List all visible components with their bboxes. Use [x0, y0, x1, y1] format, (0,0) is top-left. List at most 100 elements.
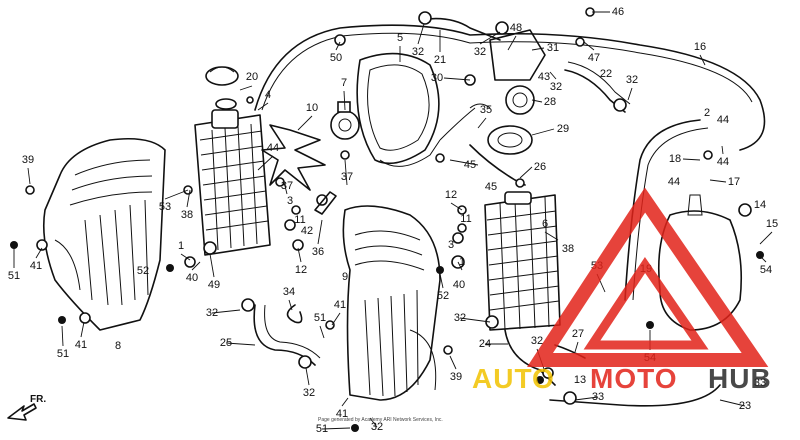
callout-47: 47 [588, 52, 600, 64]
callout-26: 26 [534, 161, 546, 173]
callout-2: 2 [704, 107, 710, 119]
callout-33: 33 [592, 391, 604, 403]
callout-31: 31 [547, 42, 559, 54]
leader-line [457, 261, 463, 271]
leader-line [186, 189, 191, 208]
leader-line [225, 342, 256, 346]
callout-24: 24 [479, 338, 491, 350]
callout-51: 51 [8, 270, 20, 282]
front-direction-marker: FR. [7, 394, 46, 421]
callout-25: 25 [220, 337, 232, 349]
callout-32: 32 [626, 74, 638, 86]
leader-line [191, 261, 201, 271]
thermostat-housing [487, 29, 546, 155]
leader-line [305, 367, 310, 386]
callout-44: 44 [267, 142, 279, 154]
leader-line [531, 128, 555, 136]
leader-line [369, 417, 378, 428]
hose-18-inner [632, 127, 709, 301]
callout-51: 51 [316, 423, 328, 435]
fasteners [10, 7, 764, 432]
leader-line [417, 23, 425, 45]
leader-line [61, 325, 64, 347]
leader-line [288, 299, 293, 311]
leader-line [682, 158, 701, 161]
callout-37: 37 [281, 180, 293, 192]
callout-28: 28 [544, 96, 556, 108]
callout-42: 42 [301, 225, 313, 237]
leader-line [449, 355, 457, 370]
cooling-fan [261, 101, 360, 191]
leader-line [721, 145, 724, 155]
front-marker-label: FR. [30, 394, 46, 405]
leader-line [321, 427, 351, 430]
leader-lines [13, 11, 773, 430]
callout-43: 43 [538, 71, 550, 83]
callout-45: 45 [464, 159, 476, 171]
overflow-hose [254, 24, 766, 151]
leader-line [341, 397, 349, 407]
callout-32: 32 [474, 46, 486, 58]
callout-20: 20 [246, 71, 258, 83]
hose-22 [564, 69, 626, 113]
leader-line [35, 247, 43, 259]
leader-line [519, 166, 533, 179]
callout-17: 17 [728, 176, 740, 188]
callout-32: 32 [371, 421, 383, 433]
callout-51: 51 [314, 312, 326, 324]
callout-18: 18 [669, 153, 681, 165]
callout-45: 45 [485, 181, 497, 193]
leader-line [209, 253, 215, 278]
leader-line [335, 41, 341, 51]
leader-line [257, 102, 269, 111]
callout-44: 44 [668, 176, 680, 188]
callout-1: 1 [178, 240, 184, 252]
leader-line [317, 219, 323, 245]
leader-line [449, 159, 479, 166]
callout-9: 9 [342, 271, 348, 283]
callout-3: 3 [287, 195, 293, 207]
callout-39: 39 [22, 154, 34, 166]
callout-7: 7 [341, 77, 347, 89]
watermark-text-auto: AUTO [472, 363, 555, 394]
leader-line [574, 341, 579, 353]
leader-line [239, 85, 253, 91]
callout-37: 37 [341, 171, 353, 183]
leader-line [574, 396, 599, 401]
callout-29: 29 [557, 123, 569, 135]
hose-24 [504, 329, 556, 386]
callout-23: 23 [739, 400, 751, 412]
callout-50: 50 [330, 52, 342, 64]
wire-35 [439, 103, 491, 141]
center-radiator-shroud [342, 205, 441, 401]
leader-line [627, 87, 633, 101]
overflow-hose-inner [261, 32, 753, 111]
callout-32: 32 [454, 312, 466, 324]
leader-line [297, 247, 302, 263]
callout-54: 54 [760, 264, 772, 276]
leader-line [759, 255, 767, 263]
callout-32: 32 [303, 387, 315, 399]
leader-line [211, 309, 241, 314]
callout-33: 33 [754, 377, 766, 389]
callout-10: 10 [306, 102, 318, 114]
callout-27: 27 [572, 328, 584, 340]
callout-49: 49 [208, 279, 220, 291]
leader-line [507, 35, 517, 51]
leader-line [439, 273, 444, 289]
leader-line [544, 231, 559, 241]
leader-line [80, 321, 85, 338]
hose-26 [469, 144, 526, 186]
watermark-text-moto: MOTO [590, 363, 677, 394]
leader-line [164, 189, 189, 200]
callout-5: 5 [397, 32, 403, 44]
callout-8: 8 [115, 340, 121, 352]
watermark-logo: AUTO MOTO HUB [472, 187, 771, 394]
callout-32: 32 [206, 307, 218, 319]
callout-48: 48 [510, 22, 522, 34]
callout-22: 22 [600, 68, 612, 80]
leader-line [549, 71, 557, 80]
temp-sensor [314, 191, 337, 215]
fan-shroud [356, 52, 441, 167]
credit-line: Page generated by Academy ARI Network Se… [318, 417, 443, 423]
